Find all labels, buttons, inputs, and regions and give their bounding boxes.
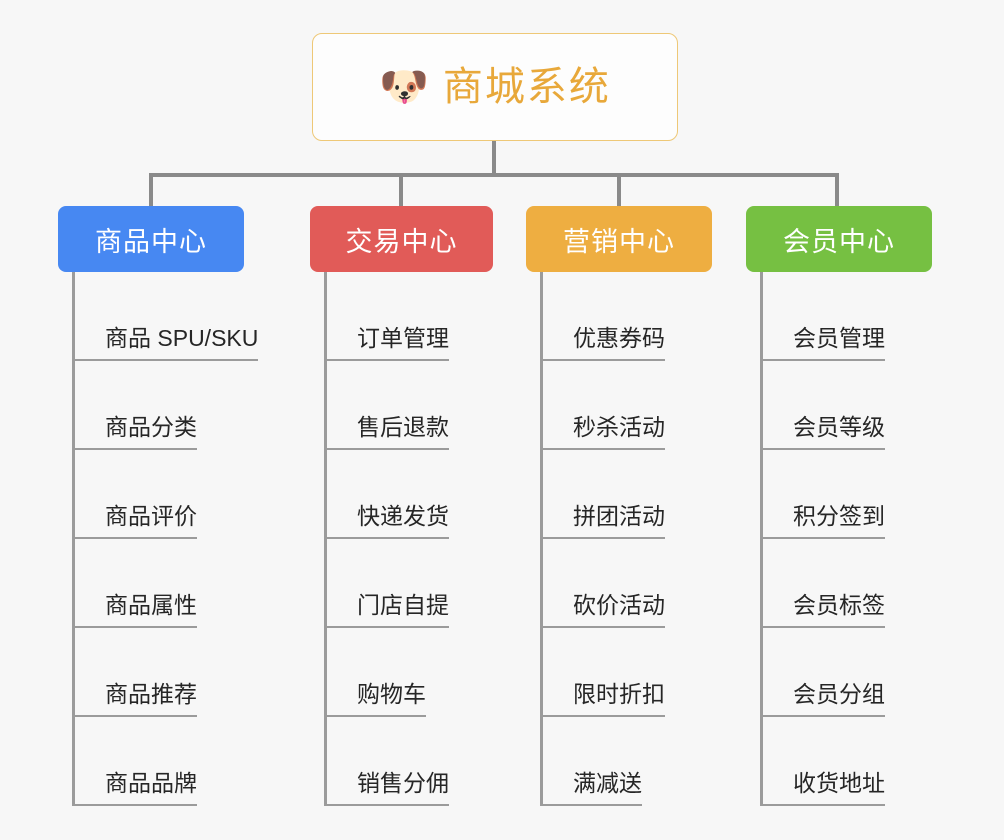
leaf-rule: [327, 804, 357, 806]
category-header-label: 营销中心: [563, 226, 675, 257]
leaf-rule: [543, 715, 573, 717]
leaf-rule: [763, 448, 793, 450]
leaf-rule: [543, 804, 573, 806]
category-header-2[interactable]: 交易中心: [310, 206, 493, 272]
list-item[interactable]: 门店自提: [327, 539, 493, 628]
leaf-list-3: 优惠券码 秒杀活动 拼团活动 砍价活动 限时折扣 满减送: [540, 272, 712, 806]
list-item[interactable]: 优惠券码: [543, 272, 712, 361]
dog-face-icon: 🐶: [379, 65, 429, 109]
list-item[interactable]: 售后退款: [327, 361, 493, 450]
list-item[interactable]: 会员标签: [763, 539, 932, 628]
leaf-rule: [763, 626, 793, 628]
category-header-3[interactable]: 营销中心: [526, 206, 712, 272]
leaf-rule: [543, 626, 573, 628]
leaf-rule: [763, 715, 793, 717]
leaf-label: 限时折扣: [573, 680, 665, 717]
leaf-rule: [75, 448, 105, 450]
list-item[interactable]: 商品评价: [75, 450, 244, 539]
leaf-rule: [543, 448, 573, 450]
leaf-rule: [763, 359, 793, 361]
category-header-label: 商品中心: [95, 226, 207, 257]
leaf-label: 门店自提: [357, 591, 449, 628]
leaf-label: 优惠券码: [573, 324, 665, 361]
list-item[interactable]: 商品品牌: [75, 717, 244, 806]
root-node[interactable]: 🐶 商城系统: [312, 33, 678, 141]
leaf-list-1: 商品 SPU/SKU 商品分类 商品评价 商品属性 商品推荐 商品品牌: [72, 272, 259, 806]
category-column-2: 交易中心 订单管理 售后退款 快递发货 门店自提 购物车: [310, 206, 493, 806]
leaf-label: 拼团活动: [573, 502, 665, 539]
leaf-rule: [75, 715, 105, 717]
leaf-rule: [763, 537, 793, 539]
list-item[interactable]: 商品推荐: [75, 628, 244, 717]
connector-drop-3: [617, 173, 621, 208]
category-header-4[interactable]: 会员中心: [746, 206, 932, 272]
connector-drop-1: [149, 173, 153, 208]
leaf-rule: [327, 626, 357, 628]
list-item[interactable]: 会员分组: [763, 628, 932, 717]
category-header-label: 会员中心: [783, 226, 895, 257]
leaf-rule: [543, 359, 573, 361]
leaf-label: 会员标签: [793, 591, 885, 628]
leaf-rule: [75, 804, 105, 806]
list-item[interactable]: 购物车: [327, 628, 493, 717]
list-item[interactable]: 商品属性: [75, 539, 244, 628]
leaf-label: 销售分佣: [357, 769, 449, 806]
list-item[interactable]: 会员等级: [763, 361, 932, 450]
connector-drop-4: [835, 173, 839, 208]
connector-drop-2: [399, 173, 403, 208]
list-item[interactable]: 收货地址: [763, 717, 932, 806]
leaf-rule: [327, 715, 357, 717]
leaf-rule: [327, 448, 357, 450]
category-column-1: 商品中心 商品 SPU/SKU 商品分类 商品评价 商品属性 商品推荐: [58, 206, 259, 806]
list-item[interactable]: 快递发货: [327, 450, 493, 539]
leaf-label: 商品评价: [105, 502, 197, 539]
leaf-rule: [75, 626, 105, 628]
leaf-label: 订单管理: [357, 324, 449, 361]
leaf-label: 商品属性: [105, 591, 197, 628]
connector-bar: [149, 173, 839, 177]
category-header-1[interactable]: 商品中心: [58, 206, 244, 272]
leaf-rule: [327, 537, 357, 539]
list-item[interactable]: 商品 SPU/SKU: [75, 272, 259, 361]
list-item[interactable]: 销售分佣: [327, 717, 493, 806]
list-item[interactable]: 限时折扣: [543, 628, 712, 717]
leaf-label: 收货地址: [793, 769, 885, 806]
leaf-label: 快递发货: [357, 502, 449, 539]
leaf-label: 商品品牌: [105, 769, 197, 806]
leaf-label: 满减送: [573, 769, 642, 806]
category-header-label: 交易中心: [345, 226, 458, 257]
leaf-label: 商品分类: [105, 413, 197, 450]
leaf-label: 售后退款: [357, 413, 449, 450]
leaf-label: 会员等级: [793, 413, 885, 450]
leaf-label: 会员分组: [793, 680, 885, 717]
leaf-label: 砍价活动: [573, 591, 665, 628]
list-item[interactable]: 积分签到: [763, 450, 932, 539]
leaf-label: 会员管理: [793, 324, 885, 361]
category-column-4: 会员中心 会员管理 会员等级 积分签到 会员标签 会员分组: [746, 206, 932, 806]
leaf-rule: [543, 537, 573, 539]
leaf-list-2: 订单管理 售后退款 快递发货 门店自提 购物车 销售分佣: [324, 272, 493, 806]
leaf-label: 购物车: [357, 680, 426, 717]
leaf-label: 秒杀活动: [573, 413, 665, 450]
list-item[interactable]: 商品分类: [75, 361, 244, 450]
leaf-rule: [763, 804, 793, 806]
leaf-rule: [327, 359, 357, 361]
list-item[interactable]: 砍价活动: [543, 539, 712, 628]
list-item[interactable]: 订单管理: [327, 272, 493, 361]
list-item[interactable]: 秒杀活动: [543, 361, 712, 450]
leaf-rule: [75, 537, 105, 539]
leaf-label: 积分签到: [793, 502, 885, 539]
list-item[interactable]: 会员管理: [763, 272, 932, 361]
connector-stem: [492, 141, 496, 177]
category-column-3: 营销中心 优惠券码 秒杀活动 拼团活动 砍价活动 限时折扣: [526, 206, 712, 806]
leaf-list-4: 会员管理 会员等级 积分签到 会员标签 会员分组 收货地址: [760, 272, 932, 806]
list-item[interactable]: 拼团活动: [543, 450, 712, 539]
leaf-label: 商品推荐: [105, 680, 197, 717]
root-title: 商城系统: [442, 65, 611, 109]
list-item[interactable]: 满减送: [543, 717, 712, 806]
leaf-rule: [75, 359, 105, 361]
leaf-label: 商品 SPU/SKU: [105, 324, 259, 361]
